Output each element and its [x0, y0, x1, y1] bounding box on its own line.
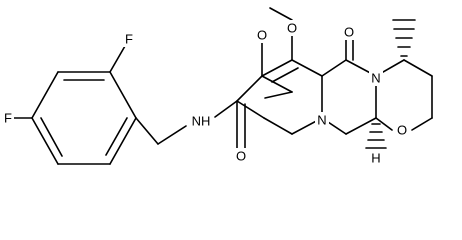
bond — [403, 59, 433, 77]
atom-label: N — [371, 71, 380, 86]
atom-labels: F F NH O O O O N — [2, 20, 409, 166]
atom-label: O — [397, 123, 407, 138]
bond — [375, 117, 393, 131]
atom-label: F — [4, 111, 12, 126]
atom-o-ketone: O — [255, 27, 269, 43]
bond-inner — [105, 117, 128, 156]
bond — [109, 71, 137, 119]
stereo-dash — [392, 19, 416, 57]
bond — [264, 91, 293, 99]
bond — [236, 100, 265, 119]
bond — [157, 125, 187, 145]
atom-label: NH — [192, 114, 211, 129]
bond — [269, 7, 293, 21]
atom-label: O — [344, 25, 354, 40]
atom-label: O — [257, 28, 267, 43]
bond — [321, 59, 347, 77]
atom-f1: F — [2, 110, 14, 126]
bond — [135, 117, 159, 145]
atom-label: H — [371, 151, 380, 166]
bond-inner — [40, 117, 63, 157]
atom-label: O — [287, 21, 297, 36]
molecule-structure: F F NH O O O O N — [2, 7, 433, 166]
atom-label: F — [125, 32, 133, 47]
atom-h-stereo: H — [369, 150, 383, 166]
atom-f2: F — [123, 31, 135, 47]
atom-o-methoxy: O — [285, 20, 299, 36]
atom-n-amide: NH — [188, 113, 214, 129]
atom-o-lactam: O — [342, 24, 356, 40]
bond — [261, 75, 293, 93]
bond — [263, 117, 293, 135]
bond — [261, 59, 293, 77]
bond — [31, 117, 59, 165]
atom-label: N — [317, 113, 326, 128]
bond — [31, 71, 59, 119]
atom-label: O — [236, 149, 246, 164]
bond — [291, 59, 323, 77]
bond — [109, 117, 137, 165]
bond — [411, 117, 433, 131]
bond — [345, 117, 377, 135]
atom-n-ring2: N — [315, 112, 329, 128]
atom-n-ring1: N — [369, 70, 383, 86]
bond-inner — [271, 67, 299, 83]
atom-o-amide: O — [234, 148, 248, 164]
bond — [109, 45, 126, 73]
atom-o-ring: O — [395, 122, 409, 138]
bond — [214, 100, 238, 118]
stereo-dash-h — [365, 123, 387, 149]
bond — [236, 75, 263, 102]
